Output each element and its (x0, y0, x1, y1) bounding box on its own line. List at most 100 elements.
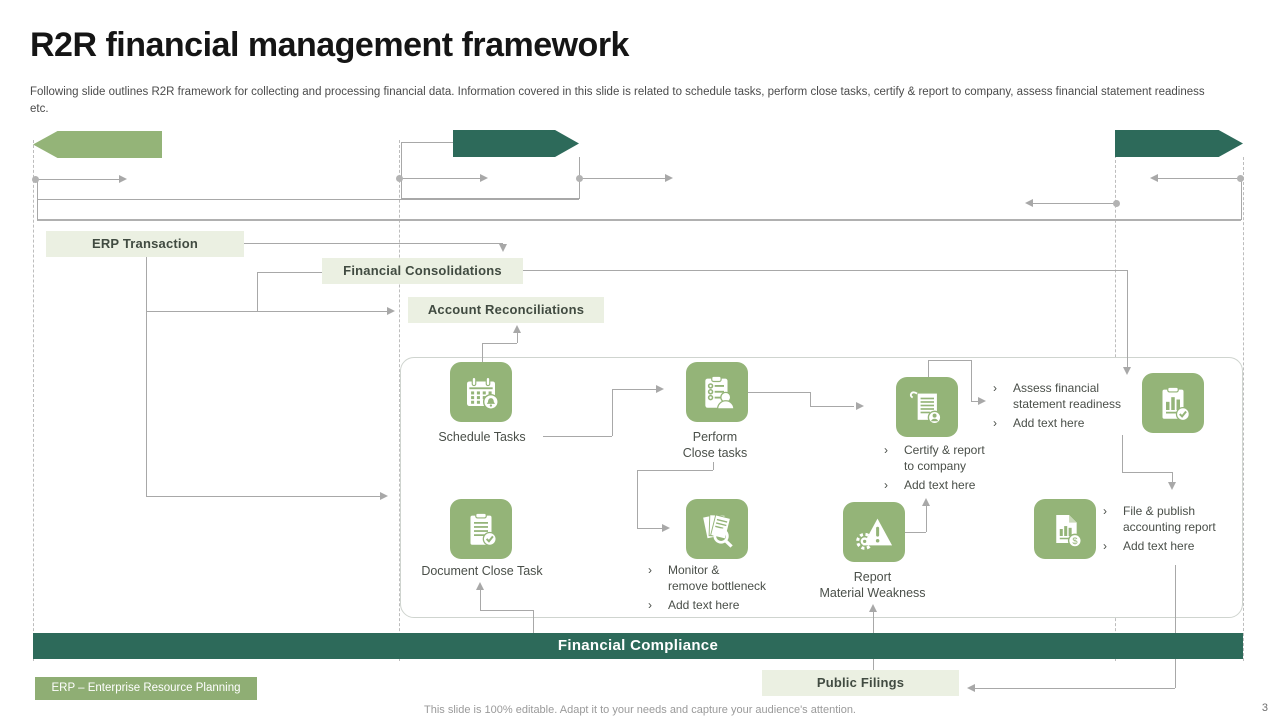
bullet-marker: › (884, 478, 888, 493)
bullet-text: Add text here (668, 598, 740, 613)
svg-text:$: $ (1072, 536, 1078, 546)
connector-hline (523, 270, 1127, 271)
bullet-item: › Assess financial statement readiness (993, 381, 1143, 412)
assess-readiness-icon (1142, 373, 1204, 433)
connector-vline (1241, 178, 1242, 220)
dashed-guide-line (1243, 157, 1244, 661)
label-financial-consolidations: Financial Consolidations (322, 258, 523, 284)
caption-schedule-tasks: Schedule Tasks (438, 430, 526, 444)
page-title: R2R financial management framework (30, 26, 629, 64)
connector-hline (975, 688, 1175, 689)
bullet-text: Add text here (904, 478, 976, 493)
report-material-weakness-icon (843, 502, 905, 562)
bullet-item: › Monitor & remove bottleneck (648, 563, 793, 594)
perform-close-tasks-icon (686, 362, 748, 422)
connector-hline (1031, 203, 1115, 204)
connector-hline (582, 178, 666, 179)
document-chart-coin-icon: $ (1056, 515, 1082, 548)
connector-arrowhead (512, 325, 521, 333)
connector-vline (517, 331, 518, 343)
bullet-item: › Certify & report to company (884, 443, 1024, 474)
connector-vline (146, 257, 147, 497)
connector-arrowhead (665, 173, 673, 182)
connector-hline (146, 311, 387, 312)
bullet-item: › Add text here (1103, 539, 1228, 555)
bullet-text: Add text here (1013, 416, 1085, 431)
connector-hline (401, 142, 453, 143)
file-publish-report-icon: $ (1034, 499, 1096, 559)
label-account-reconciliations: Account Reconciliations (408, 297, 604, 323)
connector-arrowhead (480, 173, 488, 182)
connector-hline (402, 178, 482, 179)
bullet-marker: › (648, 598, 652, 613)
connector-hline (257, 272, 323, 273)
connector-vline (37, 179, 38, 220)
label-erp-transaction: ERP Transaction (46, 231, 244, 257)
dashed-guide-line (399, 140, 400, 661)
bullet-text: Add text here (1123, 539, 1195, 554)
document-close-task-icon (450, 499, 512, 559)
bullet-item: › Add text here (648, 598, 793, 614)
schedule-tasks-icon (450, 362, 512, 422)
bullet-text: Monitor & remove bottleneck (668, 563, 767, 593)
bullet-marker: › (993, 416, 997, 431)
bullet-text: File & publish accounting report (1123, 504, 1216, 534)
timeline-banner-left-arrow (33, 131, 162, 158)
connector-hline (37, 199, 579, 200)
erp-footnote-badge: ERP – Enterprise Resource Planning (35, 677, 257, 700)
monitor-bottleneck-icon (686, 499, 748, 559)
page-number: 3 (1261, 702, 1268, 714)
connector-hline (1156, 178, 1240, 179)
bullet-item: › Add text here (884, 478, 1024, 494)
file-bullet-list: › File & publish accounting report › Add te… (1103, 504, 1228, 559)
connector-vline (257, 272, 258, 311)
bullet-marker: › (1103, 539, 1107, 554)
dashed-guide-line (33, 140, 34, 661)
process-container-box (400, 357, 1243, 618)
papers-magnifier-icon (703, 514, 733, 548)
calendar-bell-icon (467, 376, 499, 410)
connector-rail (37, 219, 1241, 221)
editable-note: This slide is 100% editable. Adapt it to… (424, 704, 856, 716)
bullet-item: › Add text here (993, 416, 1143, 432)
clipboard-checklist-person-icon (705, 375, 735, 410)
connector-arrowhead (119, 174, 127, 183)
connector-dot (1112, 199, 1120, 207)
bullet-marker: › (1103, 504, 1107, 518)
bullet-marker: › (993, 381, 997, 395)
monitor-bullet-list: › Monitor & remove bottleneck › Add text he… (648, 563, 793, 618)
connector-arrowhead (380, 491, 388, 500)
connector-vline (1127, 270, 1128, 369)
bullet-marker: › (884, 443, 888, 457)
caption-report-material-weakness: Report Material Weakness (819, 570, 926, 601)
connector-hline (401, 198, 579, 199)
bullet-text: Assess financial statement readiness (1013, 381, 1122, 411)
connector-vline (401, 142, 402, 199)
clipboard-check-icon (470, 512, 497, 546)
slide-description: Following slide outlines R2R framework f… (30, 86, 1205, 115)
connector-arrowhead (498, 244, 507, 252)
certify-report-icon (896, 377, 958, 437)
clipboard-barchart-check-icon (1162, 386, 1190, 422)
connector-hline (244, 243, 503, 244)
bullet-item: › File & publish accounting report (1103, 504, 1228, 535)
connector-hline (482, 343, 517, 344)
connector-arrowhead (967, 683, 975, 692)
connector-vline (579, 157, 580, 199)
bullet-text: Certify & report to company (904, 443, 985, 473)
warning-triangle-gear-icon (856, 518, 893, 550)
connector-hline (38, 179, 120, 180)
assess-bullet-list: › Assess financial statement readiness › Ad… (993, 381, 1143, 436)
connector-arrowhead (1025, 198, 1033, 207)
certify-bullet-list: › Certify & report to company › Add text he… (884, 443, 1024, 498)
connector-hline (146, 496, 380, 497)
financial-compliance-bar: Financial Compliance (33, 633, 1243, 659)
caption-document-close-task: Document Close Task (421, 564, 543, 578)
caption-perform-close-tasks: Perform Close tasks (682, 430, 748, 461)
bullet-marker: › (648, 563, 652, 577)
connector-arrowhead (387, 306, 395, 315)
timeline-banner-right-arrow (1115, 130, 1243, 157)
document-person-badge-icon (909, 391, 942, 425)
label-public-filings: Public Filings (762, 670, 959, 696)
